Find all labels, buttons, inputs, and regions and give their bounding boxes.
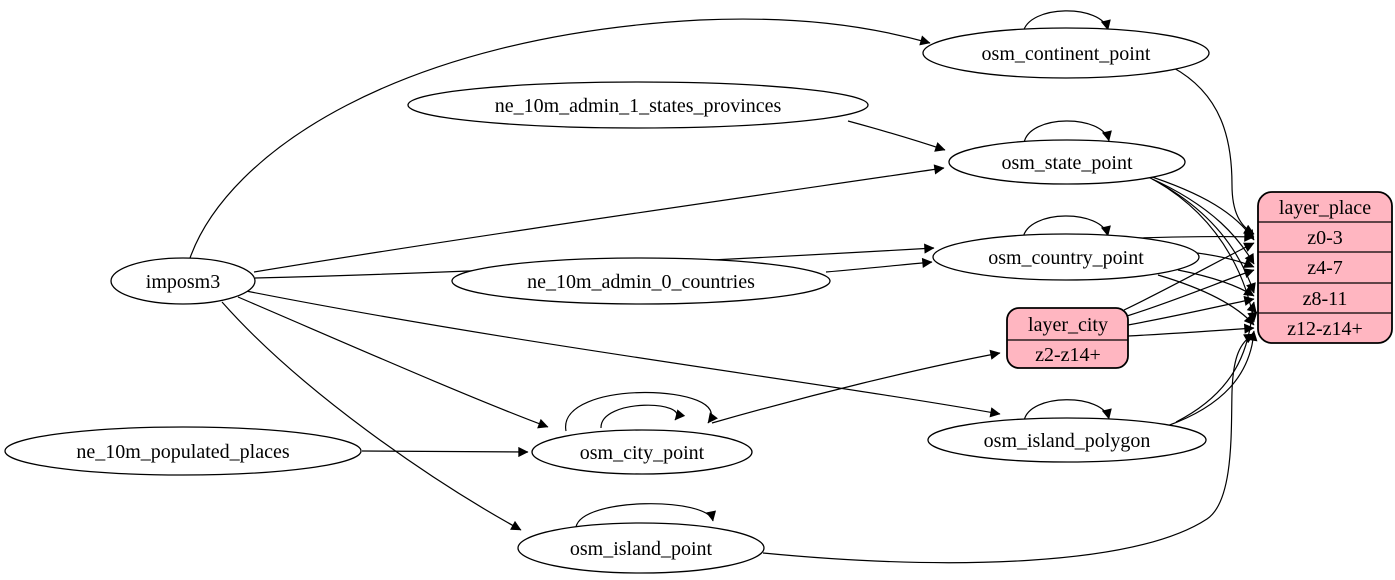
node-layer_place: layer_place z0-3 z4-7 z8-11 z12-z14+ [1257, 191, 1393, 344]
node-ne_10m_populated_places-shape [4, 426, 362, 476]
layer_city-title: layer_city [1028, 314, 1108, 336]
layer_place-row-z12-z14: z12-z14+ [1287, 318, 1363, 340]
edge-self-osm_city_point-1 [565, 391, 718, 432]
node-ne_10m_populated_places-label: ne_10m_populated_places [76, 441, 289, 463]
layer_place-title: layer_place [1279, 197, 1371, 219]
node-osm_country_point-shape [932, 233, 1200, 281]
edge-layer_city-layer_place-z12-z14 [1127, 323, 1255, 337]
node-imposm3: imposm3 [110, 257, 256, 305]
node-osm_continent_point-label: osm_continent_point [982, 43, 1151, 65]
node-osm_city_point: osm_city_point [531, 429, 753, 475]
node-osm_state_point: osm_state_point [948, 139, 1186, 185]
node-osm_island_polygon-label: osm_island_polygon [984, 430, 1151, 452]
node-osm_island_point-label: osm_island_point [570, 538, 713, 560]
layer_place-row-z8-11: z8-11 [1303, 288, 1348, 310]
node-layer_place-box [1257, 191, 1393, 344]
node-osm_island_point: osm_island_point [517, 522, 765, 574]
edge-ne_10m_admin_1_states_provinces-osm_state_point [847, 120, 946, 152]
node-ne_10m_admin_0_countries: ne_10m_admin_0_countries [451, 257, 831, 305]
edge-self-osm_island_point [575, 503, 716, 528]
edges [189, 10, 1258, 564]
node-ne_10m_admin_1_states_provinces-shape [407, 81, 869, 129]
edge-self-osm_island_polygon [1023, 399, 1112, 422]
edge-osm_country_point-layer_place-z12-z14 [1157, 274, 1255, 326]
node-osm_state_point-shape [948, 139, 1186, 185]
node-osm_continent_point: osm_continent_point [922, 27, 1210, 79]
edge-self-osm_country_point [1022, 215, 1111, 239]
edge-layer_city-layer_place-z0-3 [1123, 242, 1255, 311]
node-imposm3-label: imposm3 [146, 271, 220, 293]
node-ne_10m_populated_places: ne_10m_populated_places [4, 426, 362, 476]
node-ne_10m_admin_0_countries-label: ne_10m_admin_0_countries [527, 271, 755, 293]
node-osm_island_polygon: osm_island_polygon [927, 417, 1207, 463]
node-osm_island_polygon-shape [927, 417, 1207, 463]
edge-osm_city_point-layer_city [711, 349, 1001, 424]
edge-osm_island_point-layer_place-z12-z14 [762, 333, 1255, 564]
edge-ne_10m_populated_places-osm_city_point [361, 446, 529, 458]
edge-osm_country_point-layer_place-z8-11 [1177, 269, 1255, 297]
edge-osm_island_polygon-layer_place-z12-z14 [1166, 330, 1258, 427]
edge-osm_state_point-layer_place-z0-3 [1142, 173, 1255, 241]
edge-osm_island_polygon-layer_place-z8-11 [1175, 301, 1257, 423]
edge-self-osm_city_point-2 [600, 404, 686, 429]
edge-imposm3-osm_continent_point [189, 18, 931, 259]
layer_place-row-z0-3: z0-3 [1307, 227, 1343, 249]
edge-imposm3-osm_state_point [253, 164, 945, 273]
node-osm_island_point-shape [517, 522, 765, 574]
node-ne_10m_admin_0_countries-shape [451, 257, 831, 305]
node-osm_country_point: osm_country_point [932, 233, 1200, 281]
node-osm_city_point-label: osm_city_point [580, 442, 705, 464]
edge-osm_continent_point-layer_place-z0-3 [1171, 66, 1255, 235]
node-osm_city_point-shape [531, 429, 753, 475]
edge-osm_state_point-layer_place-z4-7 [1147, 176, 1255, 265]
edge-self-osm_state_point [1023, 120, 1112, 144]
layer_place-row-z4-7: z4-7 [1307, 257, 1343, 279]
edge-osm_country_point-layer_place-z4-7 [1196, 252, 1255, 268]
node-osm_continent_point-shape [922, 27, 1210, 79]
node-osm_state_point-label: osm_state_point [1001, 152, 1133, 174]
node-osm_country_point-label: osm_country_point [988, 247, 1144, 269]
edge-self-osm_continent_point [1022, 10, 1111, 34]
edge-imposm3-osm_island_polygon [245, 290, 1001, 418]
node-ne_10m_admin_1_states_provinces-label: ne_10m_admin_1_states_provinces [495, 95, 782, 117]
layer_city-row-z2-z14: z2-z14+ [1035, 344, 1101, 366]
node-layer_city-box [1006, 307, 1129, 369]
node-imposm3-shape [110, 257, 256, 305]
edge-layer_city-layer_place-z8-11 [1127, 295, 1255, 326]
edge-imposm3-osm_island_point [221, 301, 522, 531]
node-ne_10m_admin_1_states_provinces: ne_10m_admin_1_states_provinces [407, 81, 869, 129]
edge-layer_city-layer_place-z4-7 [1126, 268, 1255, 317]
edge-imposm3-osm_city_point [237, 296, 549, 429]
edge-ne_10m_admin_0_countries-osm_country_point [825, 257, 933, 273]
node-layer_city: layer_city z2-z14+ [1006, 307, 1129, 369]
